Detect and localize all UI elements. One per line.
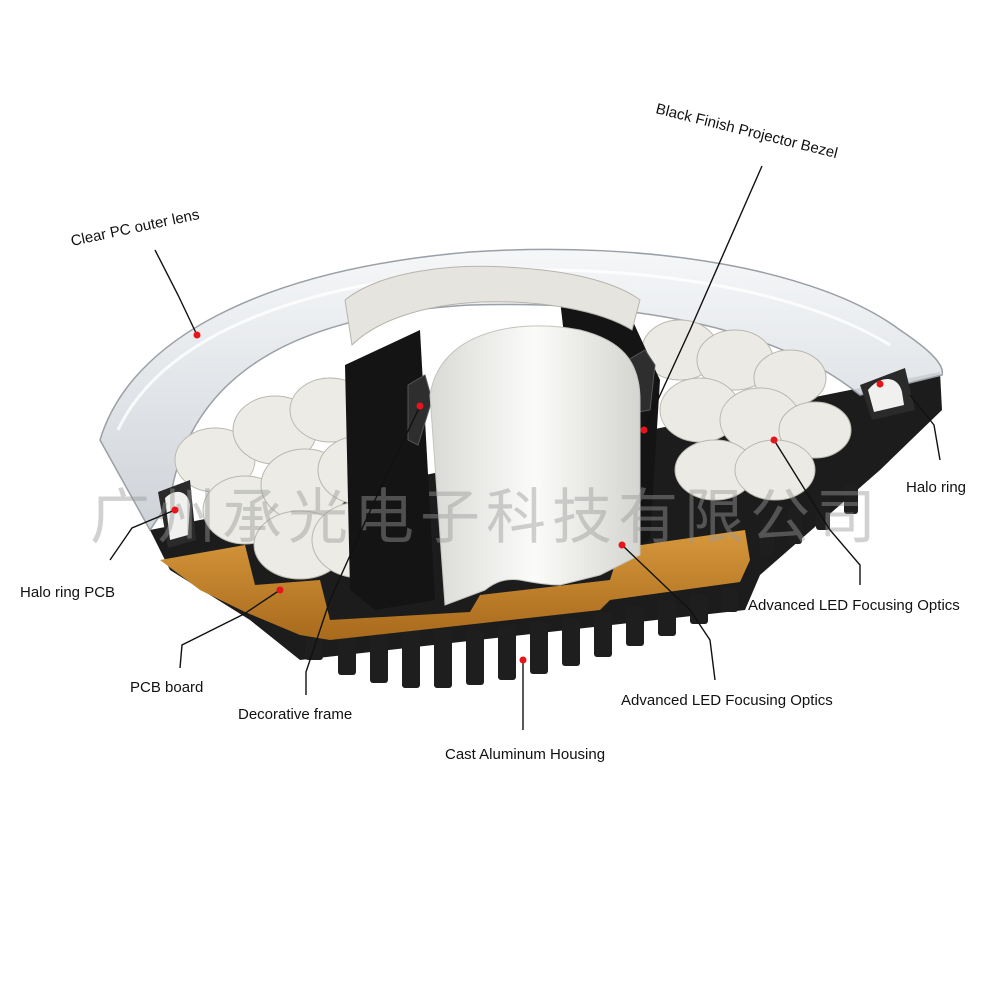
label-cast-aluminum-housing: Cast Aluminum Housing bbox=[445, 746, 605, 763]
callout-dots bbox=[171, 331, 884, 664]
label-advanced-led-focusing-optics-upper: Advanced LED Focusing Optics bbox=[748, 597, 960, 614]
label-halo-ring: Halo ring bbox=[906, 479, 966, 496]
label-halo-ring-pcb: Halo ring PCB bbox=[20, 584, 115, 601]
lamp-body bbox=[99, 248, 944, 688]
label-clear-pc-outer-lens: Clear PC outer lens bbox=[69, 206, 201, 250]
label-black-finish-projector-bezel: Black Finish Projector Bezel bbox=[654, 100, 839, 162]
projector-tube-shape bbox=[429, 325, 641, 606]
clear-pc-outer-lens-shape bbox=[99, 248, 944, 532]
right-reflector-cups bbox=[641, 319, 852, 501]
heatsink-fins bbox=[305, 484, 858, 688]
decorative-frame-shape bbox=[344, 265, 641, 347]
watermark-text: 广州承光电子科技有限公司 bbox=[90, 483, 882, 553]
label-pcb-board: PCB board bbox=[130, 679, 203, 696]
pcb-board-shape bbox=[160, 530, 750, 640]
leader-lines bbox=[109, 165, 941, 730]
label-advanced-led-focusing-optics-lower: Advanced LED Focusing Optics bbox=[621, 692, 833, 709]
label-decorative-frame: Decorative frame bbox=[238, 706, 352, 723]
